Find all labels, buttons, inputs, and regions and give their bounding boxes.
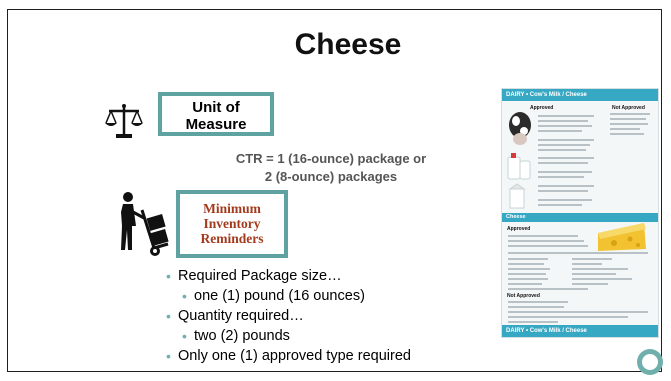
unit-of-measure-box: Unit of Measure [158,92,274,136]
slide-nav-button[interactable] [637,349,663,375]
nav-circle-icon [640,352,660,372]
flyer-not-approved-heading: Not Approved [612,105,645,111]
bullet-list: •Required Package size… •one (1) pound (… [166,266,496,366]
minimum-inventory-line3: Reminders [200,231,264,246]
bullet-subitem: •one (1) pound (16 ounces) [182,288,365,304]
hand-truck-icon [121,192,169,256]
cheese-wedge-image [598,223,646,251]
page-title: Cheese [294,28,402,61]
bullet-text: one (1) pound (16 ounces) [194,288,365,304]
unit-of-measure-line2: Measure [185,116,247,133]
bullet-subitem: •two (2) pounds [182,328,290,344]
bullet-text: two (2) pounds [194,328,290,344]
balance-scale-icon [105,104,143,138]
flyer-header: DAIRY • Cow's Milk / Cheese [502,89,658,101]
bullet-item: •Required Package size… [166,268,342,284]
wic-flyer-image: DAIRY • Cow's Milk / Cheese Approved Not… [501,88,659,338]
slide-frame: Cheese Unit of Measure CTR = 1 (16-ounce… [7,9,663,375]
bullet-item: •Only one (1) approved type required [166,348,411,364]
flyer-cheese-not-approved-heading: Not Approved [507,293,540,299]
flyer-cheese-approved-heading: Approved [507,226,531,232]
milk-jug-image [507,153,531,180]
ctr-line2: 2 (8-ounce) packages [264,169,398,184]
flyer-cheese-header: Cheese [502,213,658,222]
cow-image [509,112,531,145]
bullet-item: •Quantity required… [166,308,304,324]
milk-carton-image [508,183,526,209]
flyer-footer: DAIRY • Cow's Milk / Cheese [502,325,658,337]
minimum-inventory-box: Minimum Inventory Reminders [176,190,288,258]
bullet-text: Required Package size… [178,268,342,284]
bullet-text: Quantity required… [178,308,304,324]
bullet-text: Only one (1) approved type required [178,348,411,364]
minimum-inventory-line1: Minimum [203,201,261,216]
flyer-approved-heading: Approved [530,105,554,111]
unit-of-measure-line1: Unit of [192,99,240,116]
minimum-inventory-line2: Inventory [203,216,261,231]
ctr-text: CTR = 1 (16-ounce) package or 2 (8-ounce… [206,150,456,186]
ctr-line1: CTR = 1 (16-ounce) package or [235,151,427,166]
